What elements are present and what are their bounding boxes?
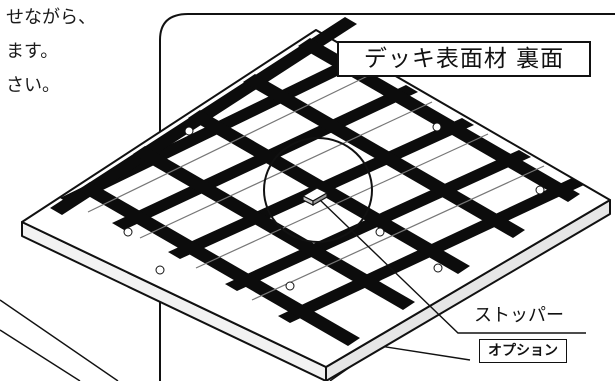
panel-frame (159, 13, 615, 381)
stopper-label: ストッパー (474, 305, 564, 326)
deck-beams (50, 17, 584, 346)
stopper-block (301, 187, 329, 207)
deck-holes (123, 122, 545, 291)
option-badge: オプション (479, 339, 567, 363)
panel-title: デッキ表面材 裏面 (337, 41, 591, 77)
instruction-line-1: せながら、 (6, 7, 96, 28)
callout-leader-line (319, 199, 586, 334)
stopper-highlight-circle (263, 137, 373, 243)
instruction-line-3: さい。 (6, 75, 60, 96)
instruction-line-2: ます。 (6, 41, 59, 62)
instruction-text: せながら、 ます。 さい。 (0, 0, 140, 120)
deck-slats (87, 69, 545, 301)
